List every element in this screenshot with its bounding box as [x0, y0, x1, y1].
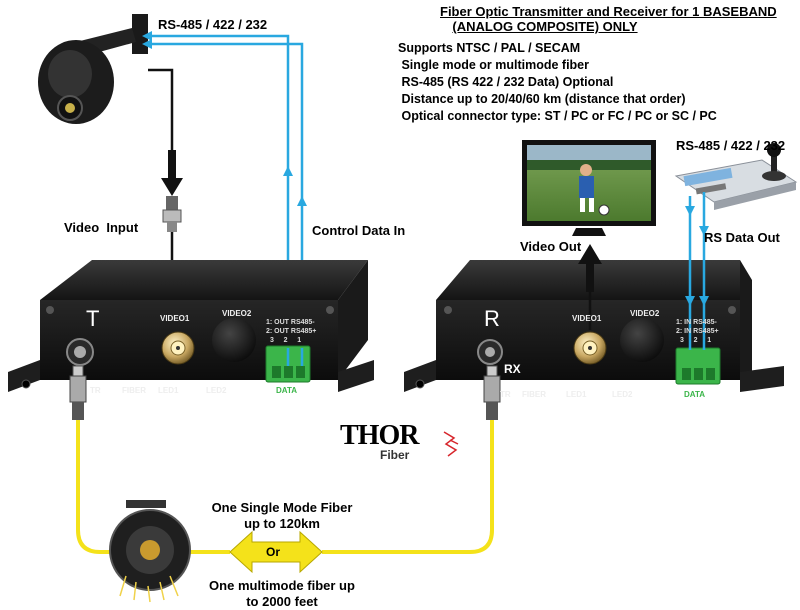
tx-terminal-legend: 1: OUT RS485- 2: OUT RS485+ 3 2 1: [266, 318, 316, 345]
arrow-up-icon: [578, 244, 602, 292]
fiber-cable: [76, 418, 494, 554]
features-list: Supports NTSC / PAL / SECAM Single mode …: [398, 40, 717, 125]
rx-label: RX: [504, 362, 521, 376]
ptz-camera-icon: [38, 14, 148, 124]
arrow-up-icon: [283, 166, 307, 206]
rx-term-1: 1: IN RS485-: [676, 319, 717, 326]
tx-tr-label: TR: [90, 386, 101, 395]
tx-video2-cap: [212, 318, 256, 362]
arrow-down-icon: [685, 206, 709, 306]
video-input-label: Video Input: [64, 220, 139, 235]
tx-led1-label: LED1: [158, 386, 179, 395]
tx-video2-label: VIDEO2: [222, 309, 252, 318]
rx-tr-label: TR: [500, 390, 511, 399]
multimode-line-2: to 2000 feet: [246, 594, 318, 609]
multimode-label: One multimode fiber up to 2000 feet: [192, 578, 372, 610]
rx-fiber-port: [477, 339, 503, 365]
tx-term-1: 1: OUT RS485-: [266, 319, 315, 326]
control-data-in-label: Control Data In: [312, 223, 406, 238]
or-label: Or: [266, 545, 281, 559]
thor-logo-text: THOR: [340, 420, 419, 451]
single-mode-line-1: One Single Mode Fiber: [211, 500, 353, 515]
tx-video1-label: VIDEO1: [160, 314, 190, 323]
rs485-control-lines: [150, 34, 304, 348]
rs-data-out-lines: [688, 192, 706, 350]
feature-item: Supports NTSC / PAL / SECAM: [398, 41, 581, 55]
arrow-down-icon: [161, 150, 183, 196]
single-mode-label: One Single Mode Fiber up to 120km: [192, 500, 372, 532]
rx-video1-label: VIDEO1: [572, 314, 602, 323]
tx-fiber-port: [66, 338, 94, 366]
rx-letter: R: [484, 306, 500, 331]
thor-logo-bolt-icon: [443, 431, 459, 457]
ptz-controller-icon: [674, 143, 798, 210]
bnc-connector-icon: [162, 196, 182, 232]
rs485-top-label: RS-485 / 422 / 232: [158, 17, 268, 32]
rs-data-out-label: RS Data Out: [704, 230, 780, 245]
monitor-icon: [522, 140, 656, 236]
rx-fiber-label: FIBER: [522, 390, 546, 399]
tx-led2-label: LED2: [206, 386, 227, 395]
fiber-reel-icon: [109, 500, 191, 603]
rx-video2-cap: [620, 318, 664, 362]
feature-item: Distance up to 20/40/60 km (distance tha…: [398, 92, 686, 106]
rx-video1-bnc: [573, 331, 607, 365]
arrow-left-icon: [142, 31, 152, 49]
rx-video2-label: VIDEO2: [630, 309, 660, 318]
header-title: Fiber Optic Transmitter and Receiver for…: [440, 4, 777, 34]
rx-terminal-block: [675, 347, 721, 385]
feature-item: RS-485 (RS 422 / 232 Data) Optional: [398, 75, 614, 89]
tx-term-2: 2: OUT RS485+: [266, 328, 317, 335]
header-line-1: Fiber Optic Transmitter and Receiver for…: [440, 4, 777, 19]
rs485-right-label: RS-485 / 422 / 232: [676, 138, 786, 153]
rx-terminal-legend: 1: IN RS485- 2: IN RS485+ 3 2 1: [676, 318, 719, 345]
transmitter-unit: [8, 260, 374, 392]
header-line-2: (ANALOG COMPOSITE) ONLY: [452, 19, 638, 34]
rx-led1-label: LED1: [566, 390, 587, 399]
tx-term-nums: 3 2 1: [270, 337, 302, 344]
camera-cable: [148, 68, 174, 118]
rx-data-label: DATA: [684, 390, 706, 399]
tx-data-label: DATA: [276, 386, 298, 395]
multimode-line-1: One multimode fiber up: [209, 578, 355, 593]
feature-item: Optical connector type: ST / PC or FC / …: [398, 109, 717, 123]
tx-st-connector: [69, 365, 87, 420]
rx-st-connector: [483, 365, 501, 420]
rx-term-nums: 3 2 1: [680, 337, 712, 344]
tx-fiber-label: FIBER: [122, 386, 146, 395]
thor-logo-sub: Fiber: [380, 448, 410, 462]
feature-item: Single mode or multimode fiber: [398, 58, 589, 72]
rx-term-2: 2: IN RS485+: [676, 328, 719, 335]
video-out-label: Video Out: [520, 239, 582, 254]
tx-letter: T: [86, 306, 100, 331]
rx-led2-label: LED2: [612, 390, 633, 399]
single-mode-line-2: up to 120km: [244, 516, 320, 531]
double-arrow-icon: [229, 530, 323, 574]
tx-video1-bnc: [161, 331, 195, 365]
